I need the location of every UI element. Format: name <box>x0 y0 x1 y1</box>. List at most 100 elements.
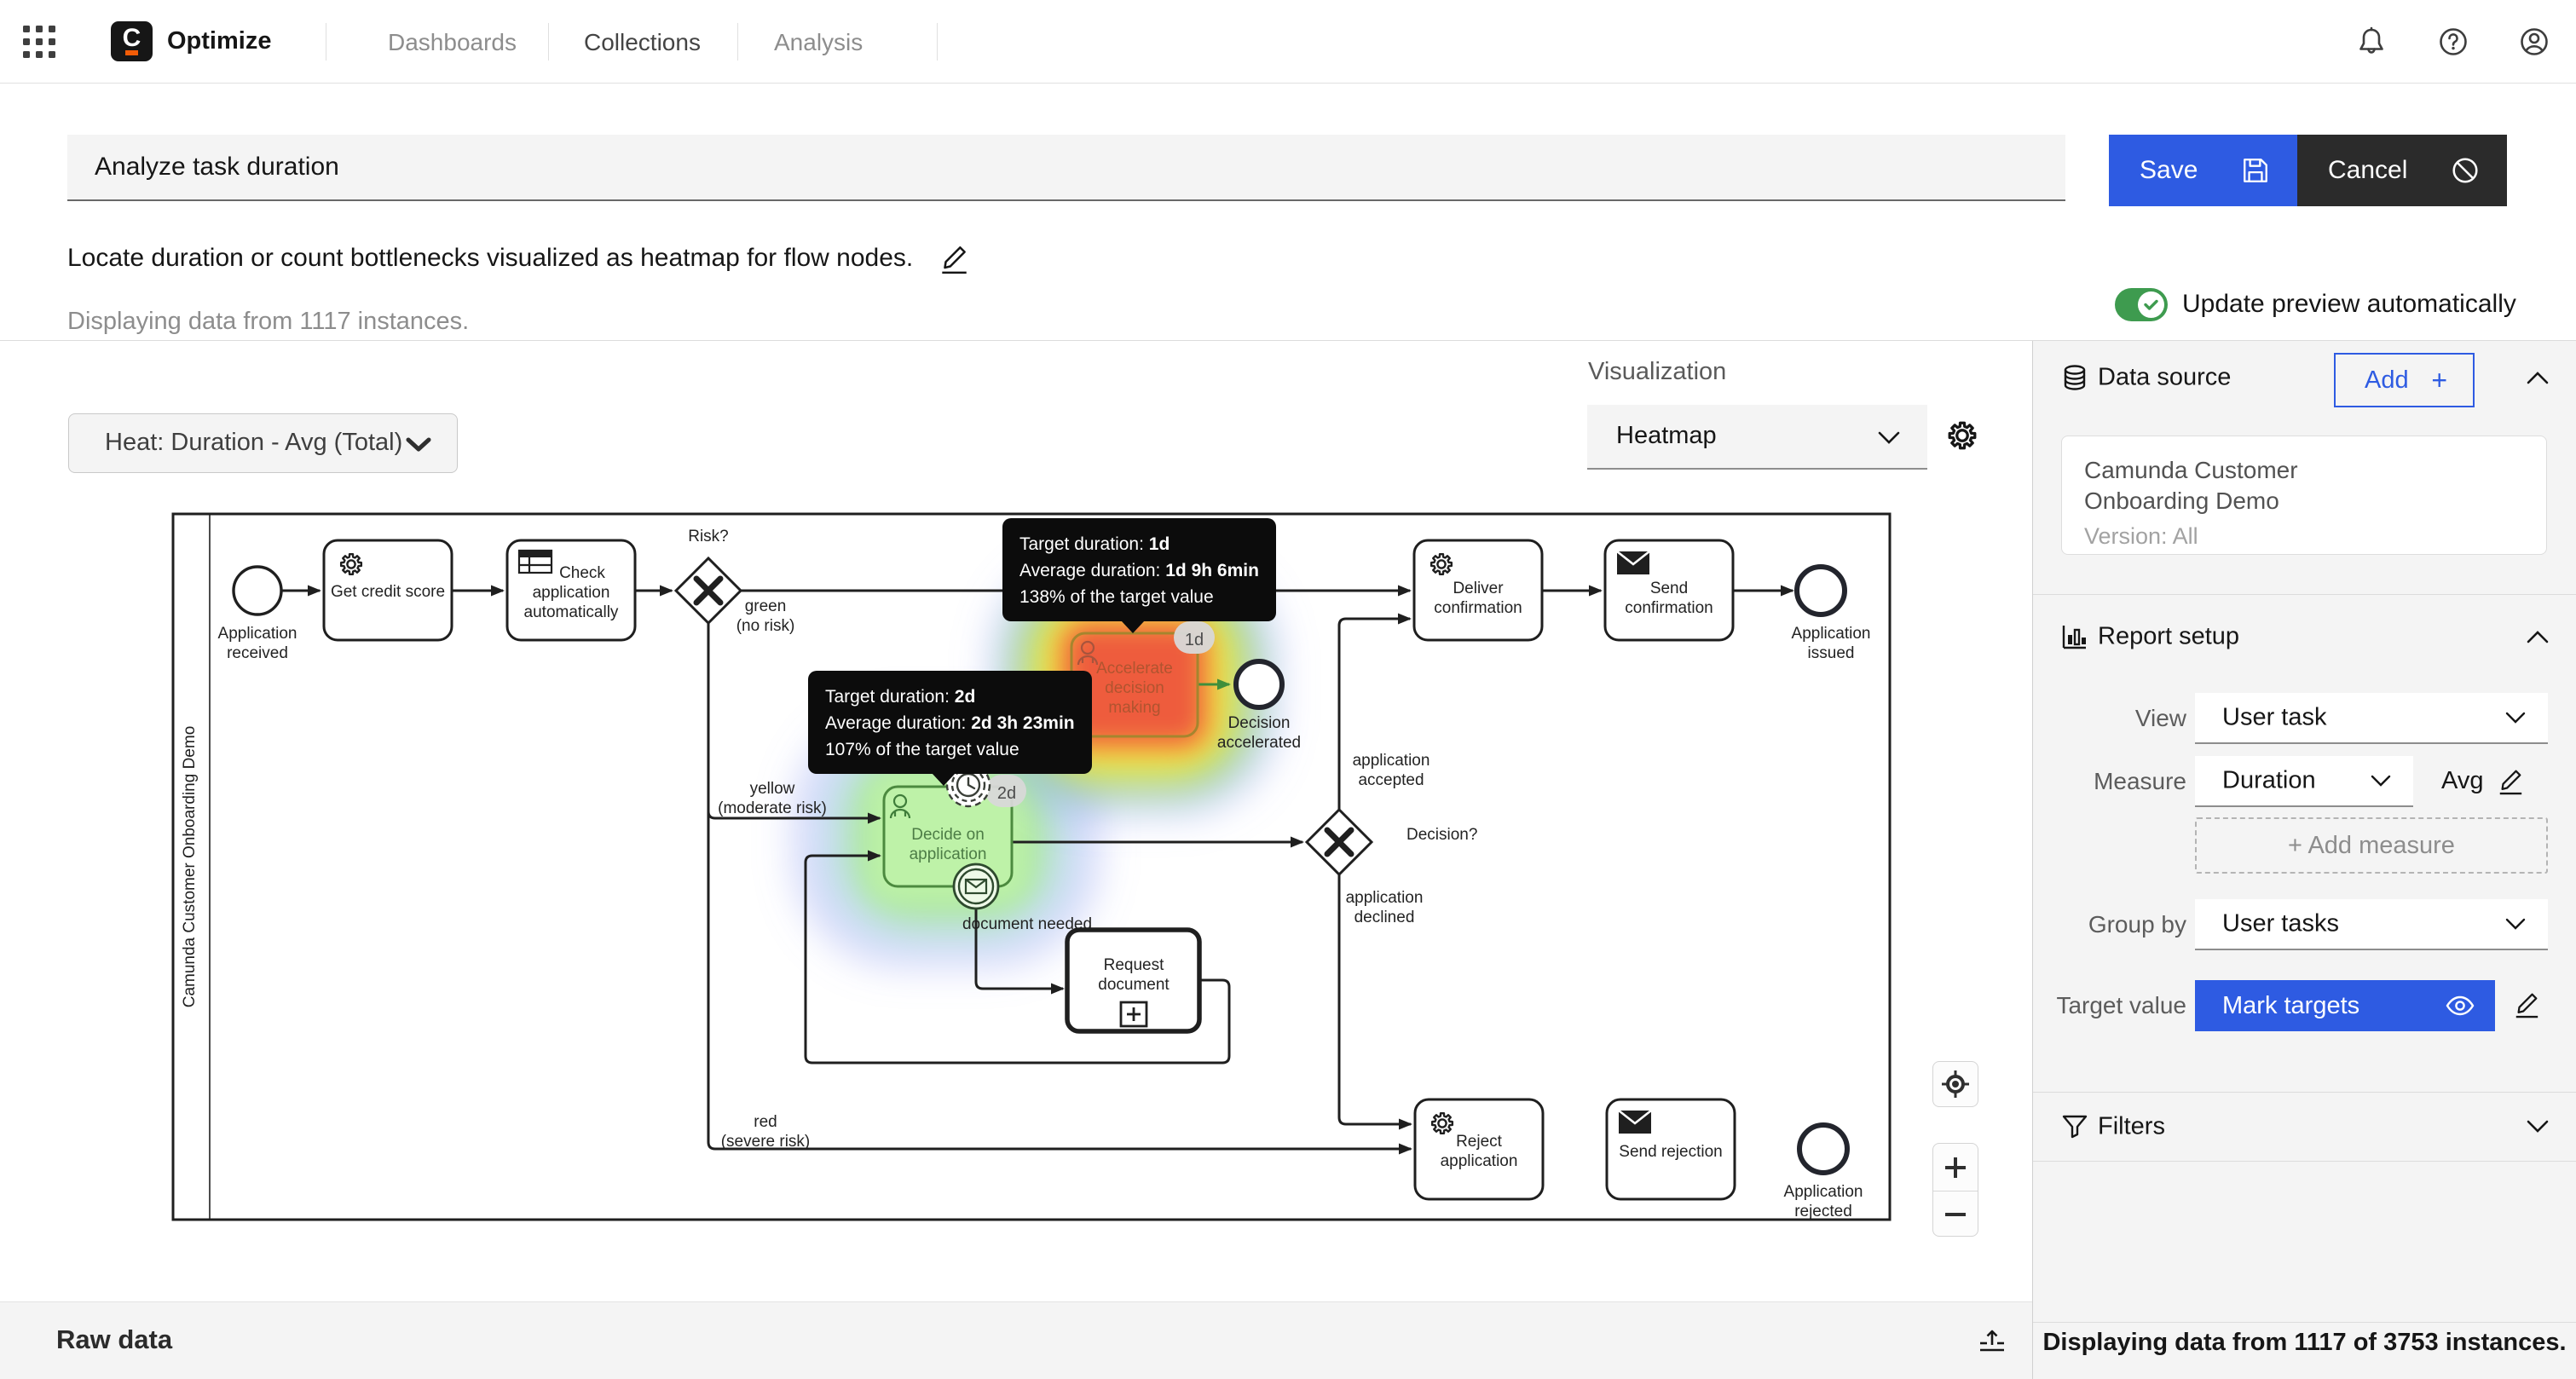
task-check-application-automatically[interactable]: Check application automatically <box>505 539 637 642</box>
task-send-rejection[interactable]: Send rejection <box>1605 1098 1736 1201</box>
chevron-up-icon[interactable] <box>2527 371 2549 384</box>
zoom-out-button[interactable] <box>1933 1191 1978 1238</box>
label-deliver-confirmation-1: confirmation <box>1434 599 1522 617</box>
cancel-prohibit-icon <box>2452 158 2478 183</box>
heat-measure-dropdown[interactable]: Heat: Duration - Avg (Total) <box>68 413 458 473</box>
tooltip-accelerate-row-2-text: 138% of the target value <box>1019 587 1214 607</box>
business-rule-task-icon <box>517 549 553 574</box>
visualization-settings-gear-icon[interactable] <box>1945 418 1979 453</box>
label-check-application-2: automatically <box>524 603 619 621</box>
chevron-down-icon <box>2371 775 2391 787</box>
configuration-sidebar: Data source Add + Camunda Customer Onboa… <box>2032 341 2576 1379</box>
add-measure-button[interactable]: + Add measure <box>2195 817 2548 874</box>
task-reject-application[interactable]: Reject application <box>1413 1098 1545 1201</box>
end-event-application-issued[interactable]: Application issued <box>1792 564 1871 662</box>
app-switcher-icon[interactable] <box>22 25 56 59</box>
sidebar-instance-note: Displaying data from 1117 of 3753 instan… <box>2042 1329 2567 1356</box>
save-button-label: Save <box>2140 156 2198 184</box>
flow-label-yellow-1: (moderate risk) <box>718 799 827 817</box>
tab-dashboards[interactable]: Dashboards <box>388 29 517 55</box>
tooltip-decide-row-1-value: 2d 3h 23min <box>971 713 1075 733</box>
chevron-up-icon[interactable] <box>2527 630 2549 643</box>
reset-viewport-button[interactable] <box>1932 1061 1978 1107</box>
flow-label-document-needed-0: document needed <box>962 915 1092 933</box>
task-deliver-confirmation[interactable]: Deliver confirmation <box>1412 539 1544 642</box>
filters-section-header[interactable]: Filters <box>2033 1093 2576 1161</box>
sidebar-divider <box>2033 1092 2576 1093</box>
task-decide-on-application[interactable]: Decide on application <box>882 785 1014 888</box>
add-button-plus-icon: + <box>2431 365 2447 395</box>
target-value-label: Target value <box>2056 992 2186 1018</box>
visualization-dropdown[interactable]: Heatmap <box>1587 405 1927 470</box>
tab-analysis[interactable]: Analysis <box>774 29 863 55</box>
aggregation-value: Avg <box>2441 767 2484 794</box>
label-application-rejected-1: rejected <box>1794 1203 1852 1220</box>
raw-data-panel-header[interactable]: Raw data <box>0 1301 2032 1379</box>
group-by-select[interactable]: User tasks <box>2195 899 2548 950</box>
end-event-decision-accelerated[interactable]: Decision accelerated <box>1217 659 1301 752</box>
subprocess-request-document[interactable]: Request document <box>1065 927 1202 1034</box>
measure-select[interactable]: Duration <box>2195 756 2413 807</box>
label-decide-1: application <box>910 845 987 863</box>
plus-icon <box>1945 1157 1966 1178</box>
bpmn-heatmap-diagram[interactable]: Camunda Customer Onboarding Demo green (… <box>0 341 2032 1301</box>
update-preview-toggle[interactable] <box>2115 288 2168 321</box>
label-decision-accelerated-1: accelerated <box>1217 734 1301 752</box>
toggle-check-icon <box>2144 299 2158 310</box>
sidebar-divider <box>2033 594 2576 595</box>
data-source-card[interactable]: Camunda Customer Onboarding Demo Version… <box>2061 436 2547 555</box>
filters-title: Filters <box>2098 1112 2165 1140</box>
gateway-decision[interactable] <box>1304 807 1374 877</box>
help-icon[interactable] <box>2438 26 2469 57</box>
label-check-application-0: Check <box>559 564 605 582</box>
end-event-application-rejected[interactable]: Application rejected <box>1784 1122 1863 1220</box>
save-button[interactable]: Save <box>2109 135 2297 206</box>
task-get-credit-score[interactable]: Get credit score <box>322 539 453 642</box>
camunda-logo[interactable]: C <box>111 21 153 61</box>
eye-icon <box>2446 995 2475 1016</box>
edit-description-icon[interactable] <box>939 241 969 275</box>
label-request-document-0: Request <box>1104 956 1164 974</box>
cancel-button-label: Cancel <box>2328 156 2408 184</box>
mark-targets-button[interactable]: Mark targets <box>2195 980 2495 1031</box>
gateway-risk[interactable] <box>673 556 743 626</box>
camunda-logo-letter: C <box>122 24 142 52</box>
data-source-name-line1: Camunda Customer <box>2084 457 2298 483</box>
pool-label: Camunda Customer Onboarding Demo <box>181 726 199 1008</box>
send-task-envelope-icon <box>1616 550 1650 574</box>
task-accelerate-decision-making[interactable]: Accelerate decision making <box>1070 632 1199 738</box>
chevron-down-icon[interactable] <box>2527 1120 2549 1134</box>
visualization-label: Visualization <box>1588 358 1727 385</box>
edit-target-value-icon[interactable] <box>2513 989 2540 1019</box>
chevron-down-icon <box>2505 918 2526 930</box>
message-boundary-event[interactable] <box>952 863 1000 910</box>
flow-label-red-0: red <box>754 1113 777 1131</box>
report-canvas: Camunda Customer Onboarding Demo green (… <box>0 341 2032 1379</box>
expand-raw-data-icon[interactable] <box>1976 1324 2008 1357</box>
add-data-source-button[interactable]: Add + <box>2334 353 2475 407</box>
label-send-confirmation-1: confirmation <box>1625 599 1713 617</box>
flow-label-declined-1: declined <box>1354 909 1415 926</box>
report-chart-icon <box>2062 626 2086 649</box>
tab-collections[interactable]: Collections <box>584 29 701 55</box>
zoom-in-button[interactable] <box>1933 1144 1978 1191</box>
measure-label: Measure <box>2094 768 2186 794</box>
report-name-input[interactable] <box>67 135 2065 201</box>
data-source-title: Data source <box>2098 363 2232 391</box>
notifications-bell-icon[interactable] <box>2356 26 2387 57</box>
heat-measure-value: Heat: Duration - Avg (Total) <box>105 429 403 456</box>
view-select[interactable]: User task <box>2195 693 2548 744</box>
start-event-application-received[interactable]: Application received <box>218 565 297 662</box>
flow-label-green-0: green <box>745 597 787 615</box>
task-send-confirmation[interactable]: Send confirmation <box>1603 539 1735 642</box>
cancel-button[interactable]: Cancel <box>2297 135 2507 206</box>
label-decision-gateway-0: Decision? <box>1406 826 1477 844</box>
user-profile-icon[interactable] <box>2519 26 2550 57</box>
tooltip-pointer <box>932 773 956 786</box>
label-application-rejected-0: Application <box>1784 1183 1863 1201</box>
sidebar-divider <box>2033 1161 2576 1162</box>
flow-label-green-1: (no risk) <box>736 617 795 635</box>
visualization-value: Heatmap <box>1616 422 1717 449</box>
label-application-issued-1: issued <box>1808 644 1855 662</box>
edit-aggregation-icon[interactable] <box>2497 765 2524 796</box>
